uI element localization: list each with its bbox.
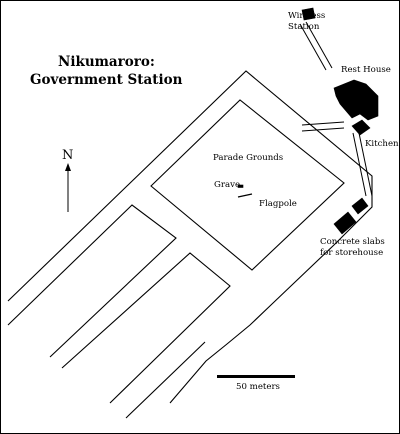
building-rest-house <box>333 79 379 121</box>
scale-bar-label: 50 meters <box>236 382 280 392</box>
road-block-south <box>125 341 206 419</box>
label-grave: Grave <box>214 180 240 190</box>
label-concrete-line1: Concrete slabs <box>320 237 385 247</box>
building-wireless-station <box>301 7 316 21</box>
scale-bar-line <box>217 375 295 378</box>
label-flagpole: Flagpole <box>259 199 297 209</box>
grave-marker <box>237 184 244 188</box>
road-network <box>7 70 373 419</box>
map-title-line2: Government Station <box>30 72 183 88</box>
label-parade-grounds: Parade Grounds <box>213 153 283 163</box>
buildings <box>301 7 379 235</box>
path-wireless-a <box>299 23 327 71</box>
label-rest-house: Rest House <box>341 65 391 75</box>
label-kitchen: Kitchen <box>365 139 399 149</box>
path-slabs-b <box>358 132 373 197</box>
flagpole-marker <box>237 193 253 198</box>
map-title-line1: Nikumaroro: <box>58 54 155 70</box>
footpaths <box>299 21 373 197</box>
building-concrete-slab-small <box>351 197 369 215</box>
road-outer-boundary <box>7 70 373 404</box>
north-arrow-head <box>65 163 71 171</box>
road-block-middle <box>61 252 231 404</box>
scale-bar: 50 meters <box>217 375 295 392</box>
path-slabs-a <box>352 132 367 197</box>
path-resthouse-a <box>301 121 345 126</box>
label-wireless-line1: Wireless <box>288 11 325 21</box>
north-label: N <box>62 148 73 163</box>
building-concrete-slab-large <box>333 211 357 235</box>
building-kitchen <box>351 119 371 136</box>
north-arrow: N <box>62 148 73 212</box>
path-wireless-b <box>305 21 333 69</box>
label-wireless-line2: Station <box>288 22 320 32</box>
path-resthouse-b <box>301 127 345 132</box>
road-west-inner <box>7 204 177 358</box>
road-parade-grounds <box>150 99 345 271</box>
label-concrete-line2: for storehouse <box>320 248 383 258</box>
